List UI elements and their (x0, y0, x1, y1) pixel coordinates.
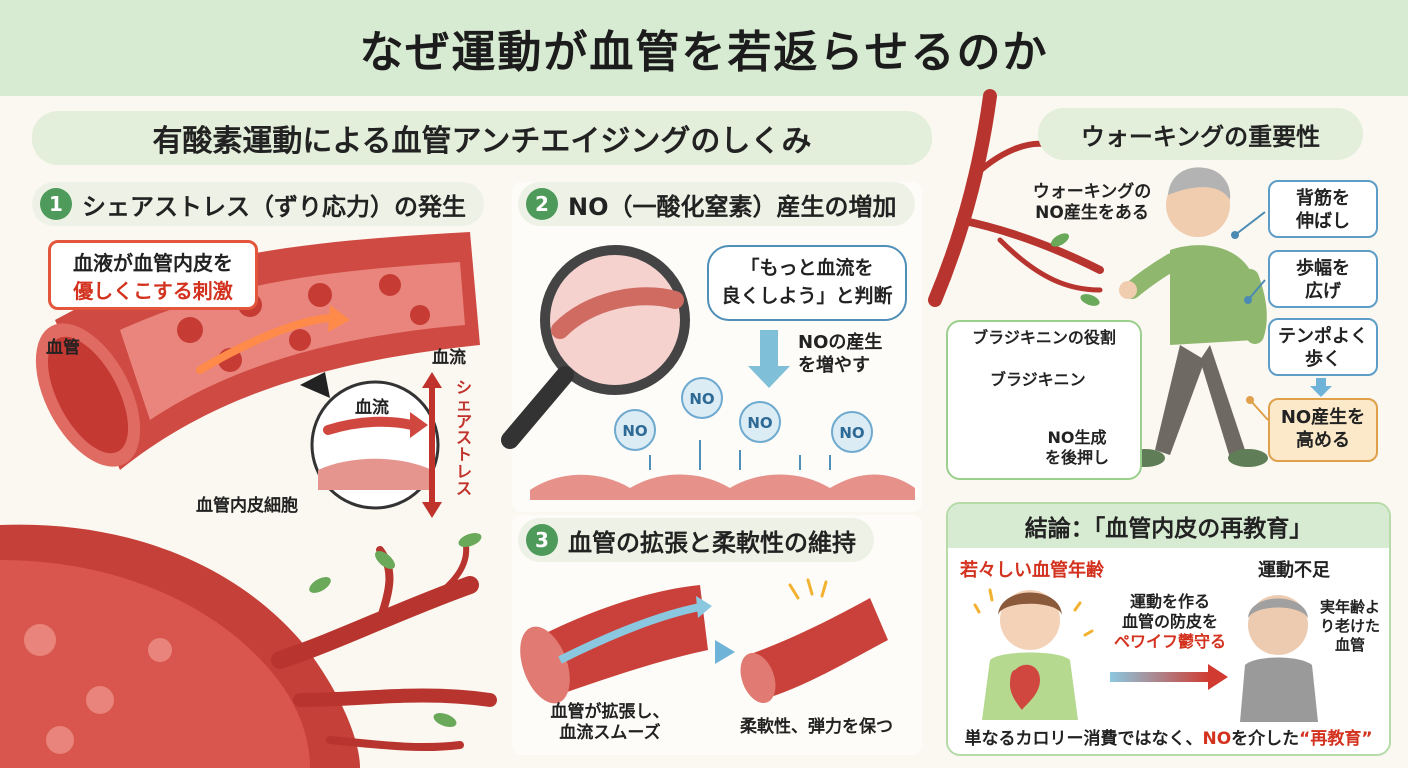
dilation-caption: 血管が拡張し、 血流スムーズ (540, 702, 680, 745)
decision-bubble: 「もっと血流を 良くしよう」と判断 (707, 245, 907, 321)
conclusion-title: 結論：「血管内皮の再教育」 (1024, 516, 1313, 542)
tip-posture-line-1: 背筋を (1296, 188, 1350, 209)
bradykinin-effect: NO生成 を後押し (1022, 428, 1132, 468)
walking-note-line-2: NO産生をある (1035, 203, 1149, 224)
no-molecule-2: NO (689, 390, 714, 408)
older-vessel-line-2: り老けた (1319, 616, 1380, 635)
walking-man-illustration (1119, 167, 1268, 467)
no-molecule-1: NO (622, 422, 647, 440)
tip-connectors (1231, 211, 1332, 421)
no-increase-line-2: を増やす (798, 354, 870, 376)
walking-title-pill: ウォーキングの重要性 (1038, 108, 1363, 160)
page-title: なぜ運動が血管を若返らせるのか (359, 27, 1049, 78)
tip-posture: 背筋を 伸ばし (1268, 180, 1378, 238)
endothelium-layer (530, 474, 915, 500)
no-boost-line-1: NO産生を (1280, 407, 1366, 428)
conclusion-summary: 単なるカロリー消費ではなく、NOを介した“再教育” (946, 724, 1391, 749)
elderly-man-illustration (1240, 595, 1318, 722)
gradient-arrow (1110, 664, 1228, 690)
young-woman-illustration (973, 588, 1094, 720)
section-3-number: 3 (526, 524, 558, 556)
tip-stride: 歩幅を 広げ (1268, 250, 1378, 308)
summary-part-2: を介した (1231, 729, 1300, 749)
dilation-caption-line-2: 血流スムーズ (559, 723, 661, 744)
inactive-label: 運動不足 (1258, 560, 1330, 581)
vessel-tree-illustration (0, 524, 497, 768)
vessel-label: 血管 (46, 338, 80, 358)
tip-tempo-line-1: テンポよく (1278, 326, 1368, 347)
no-molecules: NO NO NO NO (614, 377, 873, 470)
bradykinin-effect-line-2: を後押し (1044, 448, 1109, 467)
shear-stress-callout: 血液が血管内皮を 優しくこする刺激 (48, 240, 258, 310)
callout-line-2: 優しくこする刺激 (73, 279, 233, 303)
bradykinin-box (946, 320, 1142, 480)
no-boost-result: NO産生を 高める (1268, 398, 1378, 462)
flow-label: 血流 (432, 348, 466, 368)
bradykinin-title: ブラジキニンの役割 (972, 328, 1116, 347)
exercise-effect-line-2: 血管の防皮を (1121, 612, 1218, 631)
transition-arrow-icon (715, 640, 735, 664)
older-vessel-line-3: 血管 (1334, 635, 1365, 654)
older-vessel-text: 実年齢よ り老けた 血管 (1312, 598, 1388, 654)
tip-tempo: テンポよく 歩く (1268, 318, 1378, 376)
section-2-title: NO（一酸化窒素）産生の増加 (568, 192, 897, 221)
subtitle: 有酸素運動による血管アンチエイジングのしくみ (152, 124, 812, 159)
older-vessel-line-1: 実年齢よ (1319, 598, 1380, 616)
walking-note: ウォーキングの NO産生をある (1012, 182, 1172, 225)
shear-stress-label: シェアストレス (456, 378, 473, 498)
tip-tempo-line-2: 歩く (1305, 349, 1341, 371)
walking-note-line-1: ウォーキングの (1032, 182, 1152, 202)
branch-illustration (928, 89, 1104, 307)
summary-part-1: 単なるカロリー消費ではなく、 (964, 729, 1203, 749)
tip-stride-line-1: 歩幅を (1296, 258, 1350, 279)
exercise-effect-line-1: 運動を作る (1129, 592, 1210, 611)
bubble-line-2: 良くしよう」と判断 (721, 284, 893, 307)
down-arrow-icon (748, 330, 790, 388)
section-1-number: 1 (40, 188, 72, 220)
section-3-title: 血管の拡張と柔軟性の維持 (568, 528, 856, 557)
flexibility-caption: 柔軟性、弾力を保つ (740, 717, 893, 737)
flexible-vessel (740, 578, 888, 704)
bradykinin-label: ブラジキニン (990, 370, 1086, 389)
conclusion-title-bar: 結論：「血管内皮の再教育」 (948, 504, 1389, 548)
title-banner: なぜ運動が血管を若返らせるのか (0, 0, 1408, 96)
exercise-effect-text: 運動を作る 血管の防皮を ペワイフ鬱守る (1100, 592, 1240, 652)
dilated-vessel (520, 585, 712, 704)
dilation-caption-line-1: 血管が拡張し、 (550, 702, 670, 722)
young-age-label: 若々しい血管年齢 (960, 560, 1104, 581)
section-1-header: 1 シェアストレス（ずり応力）の発生 (32, 182, 484, 226)
section-2-number: 2 (526, 188, 558, 220)
magnifier-icon (501, 245, 690, 449)
summary-reeducation: “再教育” (1299, 729, 1373, 749)
magnified-inset (300, 372, 440, 510)
no-increase-line-1: NOの産生 (798, 332, 883, 353)
no-molecule-4: NO (839, 424, 864, 442)
exercise-effect-line-3: ペワイフ鬱守る (1113, 632, 1226, 651)
endothelial-cell-label: 血管内皮細胞 (196, 496, 298, 516)
subtitle-pill: 有酸素運動による血管アンチエイジングのしくみ (32, 111, 932, 165)
callout-line-1: 血液が血管内皮を (73, 251, 233, 275)
no-boost-line-2: 高める (1296, 430, 1350, 452)
no-molecule-3: NO (747, 414, 772, 432)
shear-stress-arrow (422, 372, 442, 518)
bradykinin-effect-line-1: NO生成 (1047, 428, 1107, 447)
section-1-title: シェアストレス（ずり応力）の発生 (82, 192, 466, 221)
tip-stride-line-2: 広げ (1305, 281, 1341, 303)
summary-no: NO (1202, 729, 1232, 749)
inset-flow-label: 血流 (355, 398, 389, 418)
walking-title: ウォーキングの重要性 (1080, 122, 1321, 151)
section-3-header: 3 血管の拡張と柔軟性の維持 (518, 518, 874, 562)
tip-posture-line-2: 伸ばし (1296, 211, 1350, 233)
no-increase-label: NOの産生 を増やす (798, 332, 882, 377)
bubble-line-1: 「もっと血流を (740, 257, 874, 279)
section-2-header: 2 NO（一酸化窒素）産生の増加 (518, 182, 915, 226)
